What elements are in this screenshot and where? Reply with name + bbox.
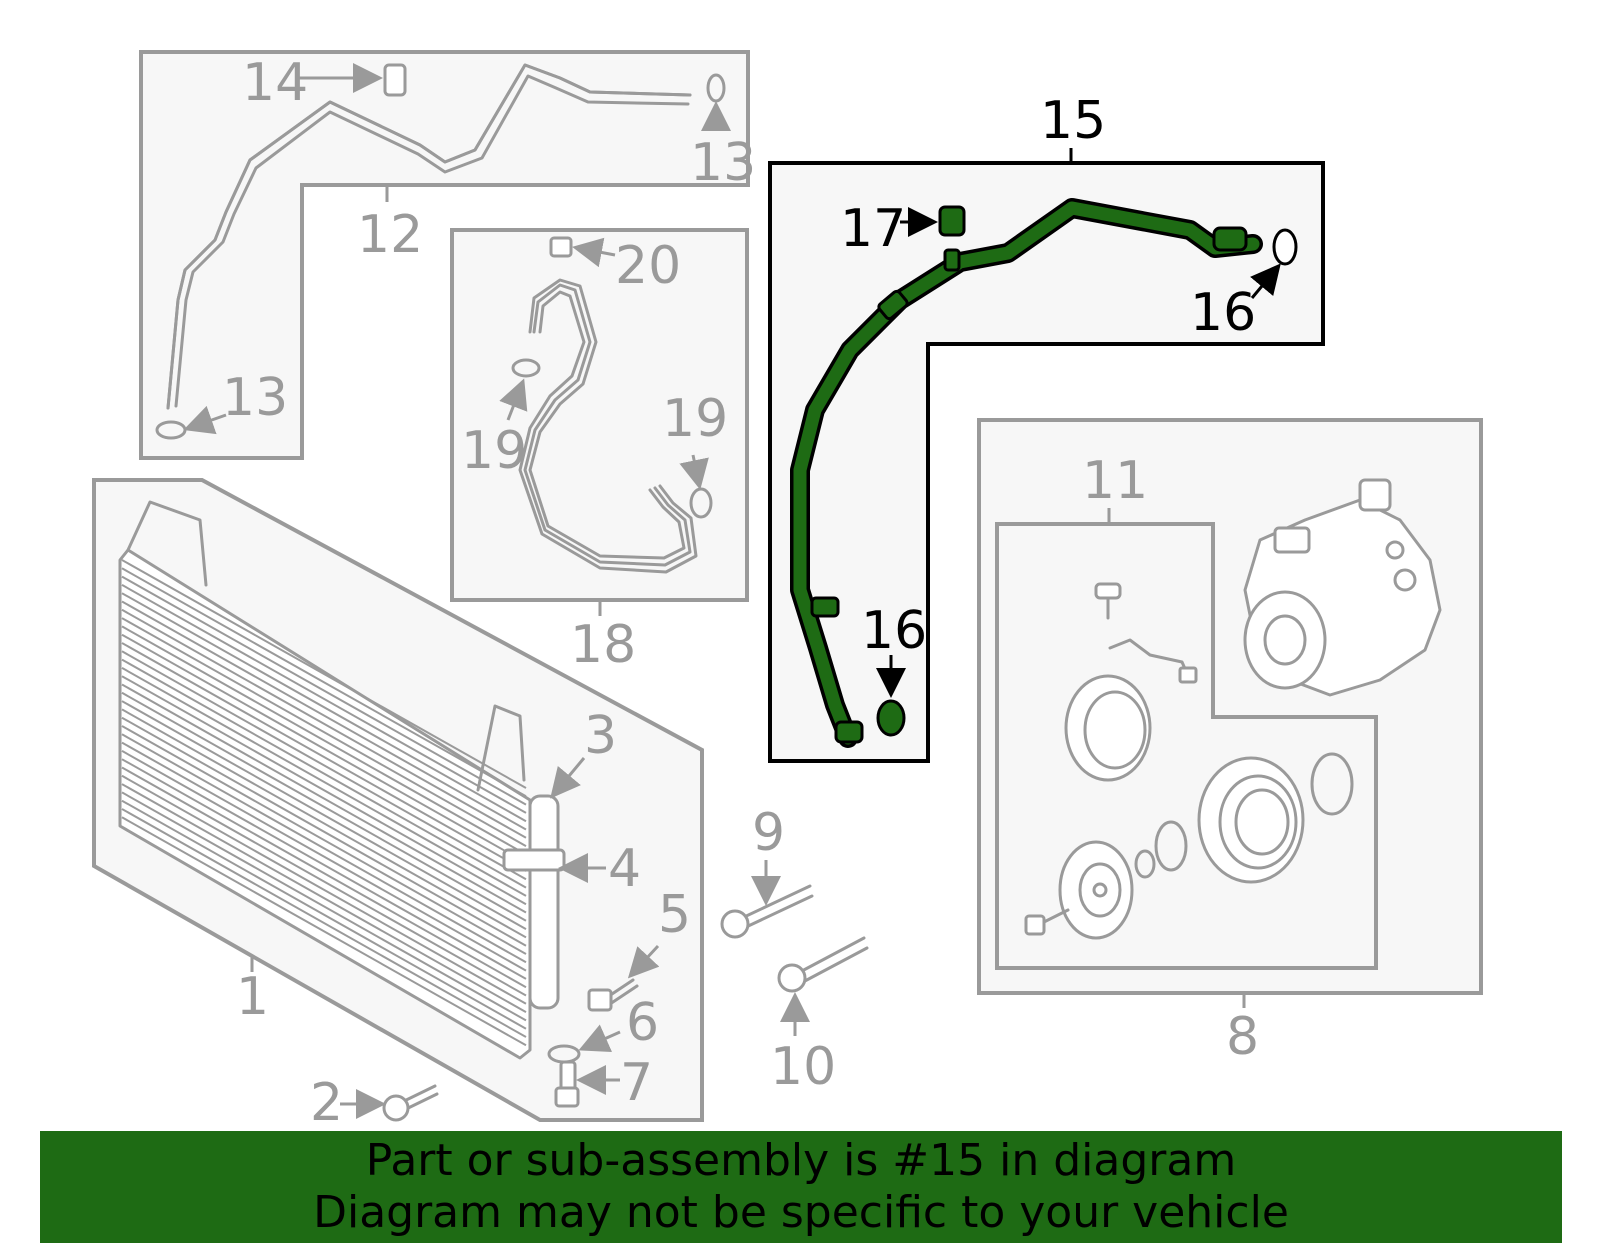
callout-14: 14 (242, 53, 308, 113)
condenser-fin-line (121, 708, 527, 939)
bolts-9-10: 9 10 (720, 803, 869, 1097)
condenser-fin-line (121, 741, 527, 972)
callout-19-right: 19 (662, 389, 728, 449)
condenser-fin-line (121, 675, 527, 906)
condenser-fin-line (121, 600, 527, 831)
condenser-fin-line (121, 667, 527, 897)
condenser-fin-line (121, 808, 527, 1038)
group-18-suction-hose: 20 19 19 18 (450, 228, 749, 675)
callout-15: 15 (1040, 91, 1106, 151)
condenser-fin-line (121, 633, 527, 864)
group-1-condenser: 3 4 5 6 7 2 1 (92, 478, 704, 1133)
notice-banner: Part or sub-assembly is #15 in diagram D… (40, 1131, 1562, 1243)
condenser-fin-line (121, 791, 527, 1022)
callout-8: 8 (1226, 1007, 1259, 1067)
callout-2: 2 (310, 1073, 343, 1133)
snap-ring-mid (1154, 820, 1188, 872)
condenser-fin-line (121, 750, 527, 980)
condenser-fin-line (121, 766, 527, 997)
condenser-fin-line (121, 774, 527, 1005)
condenser-fin-line (121, 716, 527, 947)
condenser-fin-line (121, 783, 527, 1013)
callout-20: 20 (615, 236, 681, 296)
bolt-10 (777, 936, 869, 993)
condenser-fin-line (121, 799, 527, 1030)
screw-top (1094, 582, 1122, 620)
callout-18: 18 (570, 615, 636, 675)
valve-cap-20 (549, 236, 573, 258)
condenser-fin-line (121, 725, 527, 955)
callout-12: 12 (357, 205, 423, 265)
bolt-2 (382, 1084, 439, 1122)
condenser-fin-line (121, 567, 527, 798)
pressure-switch-14 (383, 63, 407, 97)
callout-3: 3 (584, 706, 617, 766)
callout-16-right: 16 (1190, 283, 1256, 343)
condenser-fin-line (121, 758, 527, 989)
o-ring-19-left (511, 358, 541, 378)
callout-16-bottom: 16 (861, 601, 927, 661)
armature-plate (1058, 840, 1134, 940)
callout-5: 5 (658, 885, 691, 945)
callout-9: 9 (752, 803, 785, 863)
callout-4: 4 (608, 839, 641, 899)
snap-ring-right (1310, 752, 1354, 816)
callout-19-left: 19 (461, 421, 527, 481)
condenser-fin-line (121, 575, 527, 806)
clutch-coil (1064, 638, 1198, 782)
plug-7 (554, 1060, 580, 1108)
notice-banner-background (40, 1131, 1562, 1243)
callout-1: 1 (236, 967, 269, 1027)
callout-7: 7 (620, 1053, 653, 1113)
bracket-4 (502, 848, 566, 872)
bolt-5 (587, 978, 639, 1012)
pulley (1197, 756, 1305, 884)
receiver-dryer-3 (528, 794, 560, 1010)
condenser-fin-line (121, 691, 527, 922)
banner-line-2: Diagram may not be specific to your vehi… (313, 1187, 1289, 1238)
condenser-fin-line (121, 658, 527, 889)
group-12-discharge-line: 14 13 13 12 (139, 50, 756, 460)
condenser-fin-line (121, 816, 527, 1047)
condenser-fin-line (121, 625, 527, 856)
group-15-liquid-line-highlighted: 15 17 16 16 (768, 91, 1325, 763)
o-ring-16-right (1272, 228, 1298, 266)
condenser-fin-line (121, 650, 527, 881)
condenser-fin-line (121, 642, 527, 872)
callout-6: 6 (626, 993, 659, 1053)
group-8-compressor: 11 8 (977, 418, 1483, 1067)
condenser-fin-line (121, 608, 527, 839)
callout-10: 10 (770, 1037, 836, 1097)
condenser-fin-line (121, 700, 527, 930)
callout-11: 11 (1082, 451, 1148, 511)
condenser-fin-line (121, 683, 527, 914)
condenser-fin-line (121, 584, 527, 814)
service-valve-cap-17 (938, 205, 966, 237)
liquid-line-hose (790, 198, 1263, 748)
condenser-fin-line (121, 592, 527, 823)
shim (1134, 849, 1156, 879)
condenser-fins (121, 559, 527, 1047)
banner-line-1: Part or sub-assembly is #15 in diagram (365, 1135, 1237, 1186)
callout-17: 17 (840, 199, 906, 259)
callout-13-bottom: 13 (222, 368, 288, 428)
compressor-body (1243, 478, 1442, 697)
condenser-fin-line (121, 617, 527, 847)
condenser-fin-line (121, 559, 527, 789)
screw-bottom (1024, 908, 1070, 936)
callout-13-top: 13 (690, 133, 756, 193)
o-ring-16-bottom (876, 699, 906, 737)
condenser-fin-line (121, 733, 527, 964)
